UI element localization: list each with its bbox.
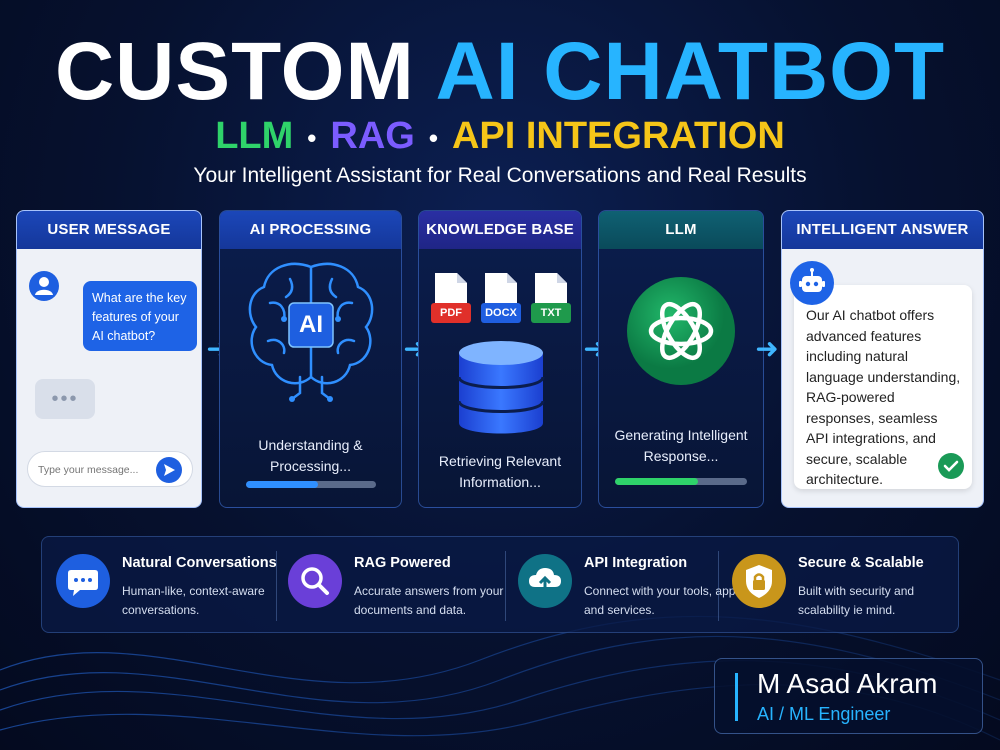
processing-status: Understanding & Processing...: [258, 437, 363, 474]
user-message-panel: USER MESSAGE What are the key features o…: [16, 210, 202, 508]
knowledge-base-panel: KNOWLEDGE BASE PDF DOCX TXT Retrieving R…: [418, 210, 582, 508]
search-icon: [288, 554, 342, 608]
feature-api-integration: API Integration Connect with your tools,…: [518, 537, 741, 634]
author-accent-bar: [735, 673, 738, 721]
processing-progress-bar: [246, 481, 376, 488]
llm-panel: LLM Generating Intelligent Response...: [598, 210, 764, 508]
answer-card: Our AI chatbot offers advanced features …: [794, 285, 972, 489]
subtitle: LLM • RAG • API INTEGRATION: [0, 110, 1000, 164]
pdf-document-icon: PDF: [431, 271, 471, 323]
progress-fill: [615, 478, 699, 485]
feature-secure-scalable: Secure & Scalable Built with security an…: [732, 537, 948, 634]
author-role: AI / ML Engineer: [757, 704, 891, 724]
llm-model-icon: [627, 277, 735, 385]
ai-chip-label: AI: [299, 311, 323, 338]
intelligent-answer-panel: INTELLIGENT ANSWER Our AI chatbot offers…: [781, 210, 984, 508]
subtitle-api: API INTEGRATION: [451, 115, 785, 157]
page-title: CUSTOM AI CHATBOT: [0, 22, 1000, 122]
tagline: Your Intelligent Assistant for Real Conv…: [193, 164, 807, 187]
doc-label: PDF: [431, 303, 471, 323]
answer-text: Our AI chatbot offers advanced features …: [806, 307, 961, 487]
ai-processing-panel: AI PROCESSING AI Understanding & Process…: [219, 210, 402, 508]
feature-rag-powered: RAG Powered Accurate answers from your d…: [288, 537, 508, 634]
progress-fill: [246, 481, 318, 488]
panel-title: KNOWLEDGE BASE: [419, 211, 581, 249]
txt-document-icon: TXT: [531, 271, 571, 323]
title-custom: CUSTOM: [54, 26, 415, 117]
message-input[interactable]: [38, 460, 158, 480]
author-name: M Asad Akram: [757, 668, 938, 699]
doc-label: TXT: [531, 303, 571, 323]
generation-progress-bar: [615, 478, 747, 485]
features-bar: Natural Conversations Human-like, contex…: [41, 536, 959, 633]
feature-divider: [276, 551, 277, 621]
user-message-bubble: What are the key features of your AI cha…: [83, 281, 197, 351]
checkmark-icon: [938, 453, 964, 479]
feature-description: Connect with your tools, apps and servic…: [584, 584, 742, 617]
typing-indicator: •••: [35, 379, 95, 419]
feature-divider: [718, 551, 719, 621]
panel-title: AI PROCESSING: [220, 211, 401, 249]
author-card: M Asad Akram AI / ML Engineer: [714, 658, 983, 734]
flow-arrow-icon: ➜: [755, 333, 779, 364]
database-icon: [457, 341, 545, 434]
feature-divider: [505, 551, 506, 621]
send-button[interactable]: [156, 457, 182, 483]
send-icon: [164, 464, 175, 476]
subtitle-dot: •: [307, 122, 317, 153]
feature-title: Natural Conversations: [122, 555, 277, 571]
feature-title: API Integration: [584, 555, 688, 571]
panel-title: USER MESSAGE: [17, 211, 201, 249]
message-input-box[interactable]: [27, 451, 193, 487]
feature-title: Secure & Scalable: [798, 555, 924, 571]
shield-lock-icon: [732, 554, 786, 608]
bot-avatar-icon: [790, 261, 834, 305]
doc-label: DOCX: [481, 303, 521, 323]
feature-description: Human-like, context-aware conversations.: [122, 584, 265, 617]
generation-status: Generating Intelligent Response...: [614, 427, 748, 464]
subtitle-rag: RAG: [330, 115, 415, 157]
retrieval-status: Retrieving Relevant Information...: [438, 453, 562, 490]
panel-title: LLM: [599, 211, 763, 249]
feature-description: Built with security and scalability ie m…: [798, 584, 915, 617]
feature-natural-conversations: Natural Conversations Human-like, contex…: [56, 537, 277, 634]
feature-title: RAG Powered: [354, 555, 451, 571]
cloud-upload-icon: [518, 554, 572, 608]
title-ai-chatbot: AI CHATBOT: [435, 26, 946, 117]
subtitle-dot: •: [428, 122, 438, 153]
user-avatar-icon: [29, 271, 59, 301]
panel-title: INTELLIGENT ANSWER: [782, 211, 983, 249]
brain-circuit-icon: [248, 262, 374, 402]
docx-document-icon: DOCX: [481, 271, 521, 323]
feature-description: Accurate answers from your documents and…: [354, 584, 504, 617]
chat-icon: [56, 554, 110, 608]
subtitle-llm: LLM: [215, 115, 294, 157]
